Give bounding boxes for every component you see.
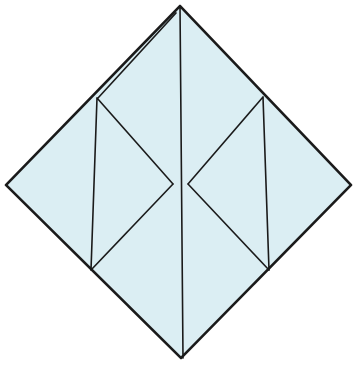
paper-square-fill [6, 6, 351, 358]
